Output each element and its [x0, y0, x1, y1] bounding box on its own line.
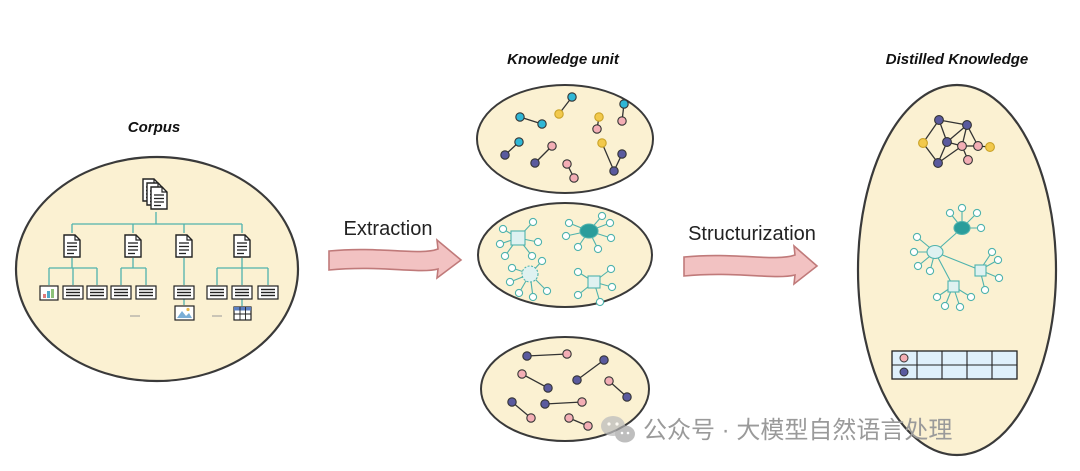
document-icon: [63, 234, 81, 258]
document-icon: [124, 234, 142, 258]
document-icon: [175, 234, 193, 258]
paragraph-icon: [62, 285, 84, 300]
paragraph-icon: [173, 285, 195, 300]
wechat-icon: [601, 416, 635, 443]
paragraph-icon: [86, 285, 108, 300]
paragraph-icon: [231, 285, 253, 300]
triple-nodes: [500, 92, 629, 183]
knowledge-unit-title: Knowledge unit: [507, 51, 620, 68]
watermark-text: 公众号 · 大模型自然语言处理: [643, 417, 952, 444]
structurization-arrow: [683, 244, 819, 286]
knowledge-blob-star-graphs: [477, 202, 653, 308]
chart-icon: [39, 285, 59, 301]
knowledge-blob-triples: [476, 84, 654, 194]
knowledge-table: [891, 350, 1018, 380]
table-icon: [233, 306, 252, 321]
corpus-tree: [48, 212, 269, 306]
paragraph-icon: [110, 285, 132, 300]
corpus-blob: [14, 155, 300, 383]
merged-graph-nodes: [918, 115, 995, 168]
paragraph-icon: [257, 285, 279, 300]
paragraph-icon: [206, 285, 228, 300]
extraction-label: Extraction: [344, 218, 433, 240]
paragraph-icon: [135, 285, 157, 300]
structurization-label: Structurization: [688, 223, 816, 245]
merged-star-nodes: [909, 203, 1004, 312]
distilled-knowledge-title: Distilled Knowledge: [886, 51, 1029, 68]
corpus-title: Corpus: [128, 119, 181, 136]
distilled-blob: [856, 83, 1058, 457]
star-graph-nodes: [495, 211, 617, 307]
image-icon: [174, 305, 195, 321]
pair-nodes: [507, 349, 632, 431]
extraction-arrow: [328, 238, 463, 280]
document-icon: [233, 234, 251, 258]
